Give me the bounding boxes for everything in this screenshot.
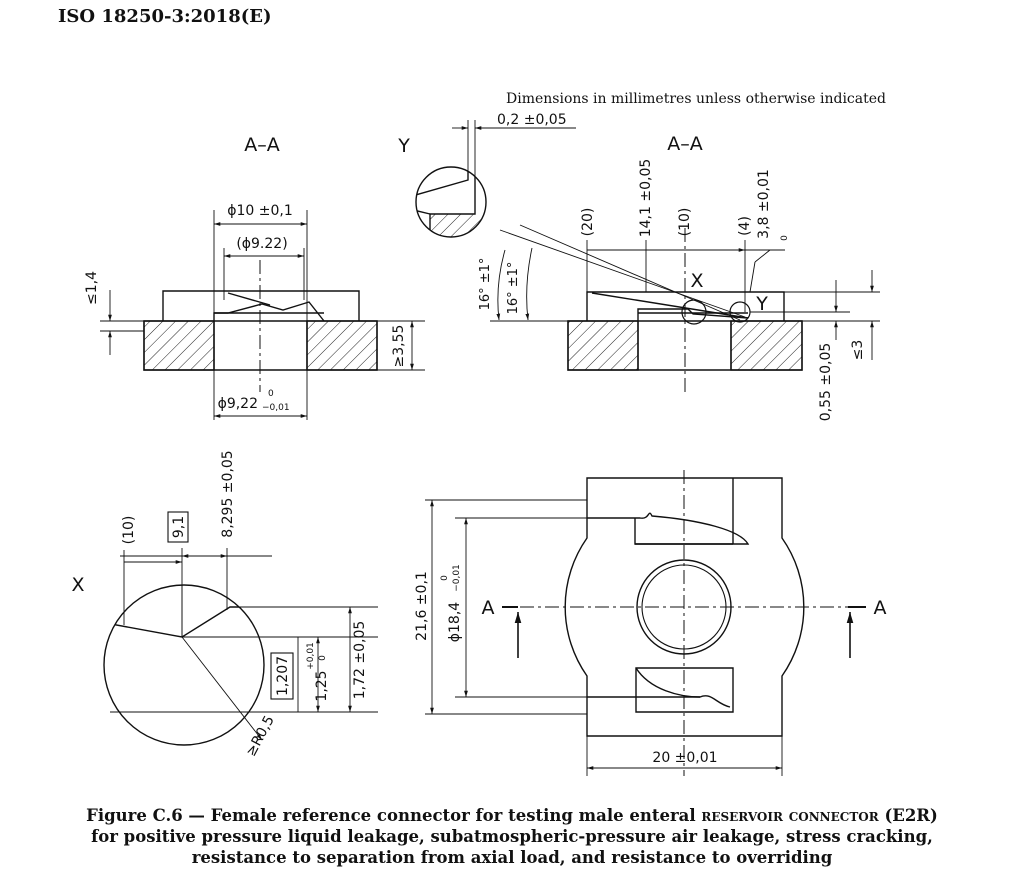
dimensions-note: Dimensions in millimetres unless otherwi…	[506, 91, 886, 107]
dim-0-55: 0,55 ±0,05	[818, 343, 834, 422]
dim-x-8-295: 8,295 ±0,05	[220, 450, 236, 537]
dim-p-21-6: 21,6 ±0,1	[414, 571, 430, 641]
detail-x: X	[71, 511, 378, 746]
dim-p-20: 20 ±0,01	[652, 750, 717, 766]
dim-x-1-25: 1,25	[314, 670, 330, 701]
dim-phi9-22-tol-lower: −0,01	[262, 403, 290, 413]
plan-view	[425, 470, 866, 776]
section-aa-left-label: A–A	[244, 134, 280, 156]
cut-marker-left: A	[482, 597, 495, 619]
caption-line-3: resistance to separation from axial load…	[191, 848, 833, 867]
dim-10-ref: (10)	[677, 208, 693, 237]
dim-x-1-25-tol-lower: 0	[318, 655, 328, 661]
dim-3-8: 3,8 ±0,01	[756, 169, 772, 239]
dim-x-r0-5: ≥R0,5	[243, 713, 278, 759]
dim-phi9-22: ϕ9,22	[218, 396, 258, 412]
dim-le1-4: ≤1,4	[84, 271, 100, 305]
dim-x-1-207: 1,207	[275, 656, 291, 696]
dim-x-1-25-tol-upper: +0,01	[306, 642, 316, 670]
dim-angle-16a: 16° ±1°	[478, 258, 493, 311]
cut-marker-right: A	[874, 597, 887, 619]
body-hatch-right	[306, 320, 378, 371]
callout-y: Y	[755, 293, 768, 315]
dim-0-2: 0,2 ±0,05	[497, 112, 567, 128]
dim-4-ref: (4)	[737, 216, 753, 236]
callout-x: X	[690, 270, 703, 292]
dim-phi10: ϕ10 ±0,1	[227, 203, 293, 219]
dim-p-phi18-4: ϕ18,4	[447, 602, 463, 643]
body-hatch-left	[143, 320, 215, 371]
caption-term: reservoir connector	[701, 806, 879, 825]
detail-y: Y	[397, 120, 576, 238]
dim-phi9-22-ref: (ϕ9.22)	[236, 236, 287, 252]
dim-p-phi18-4-tol-lower: −0,01	[452, 564, 462, 592]
dim-x-9-1: 9,1	[171, 516, 187, 538]
figure-caption: Figure C.6 — Female reference connector …	[30, 805, 994, 868]
dim-14-1: 14,1 ±0,05	[638, 159, 654, 238]
detail-y-label: Y	[397, 135, 410, 157]
section-aa-right-label: A–A	[667, 133, 703, 155]
caption-line-2: for positive pressure liquid leakage, su…	[91, 827, 933, 846]
dim-x-1-72: 1,72 ±0,05	[352, 621, 368, 700]
dim-angle-16b: 16° ±1°	[506, 262, 521, 315]
dim-le3: ≤3	[850, 340, 866, 361]
section-aa-right: A–A	[490, 133, 880, 392]
dim-phi9-22-tol-upper: 0	[268, 389, 274, 399]
detail-x-label: X	[71, 574, 84, 596]
dim-20-ref: (20)	[580, 208, 596, 237]
dim-3-8-tol: 0	[780, 235, 790, 241]
dim-x-10-ref: (10)	[121, 516, 137, 545]
document-header: ISO 18250-3:2018(E)	[58, 6, 272, 27]
section-aa-left: A–A	[100, 134, 425, 420]
dim-ge3-55: ≥3,55	[391, 325, 407, 368]
caption-line-1-text: Figure C.6 — Female reference connector …	[86, 806, 702, 825]
caption-line-1-end: (E2R)	[878, 806, 938, 825]
caption-line-1: Figure C.6 — Female reference connector …	[30, 805, 994, 826]
dim-p-phi18-4-tol-upper: 0	[440, 575, 450, 581]
